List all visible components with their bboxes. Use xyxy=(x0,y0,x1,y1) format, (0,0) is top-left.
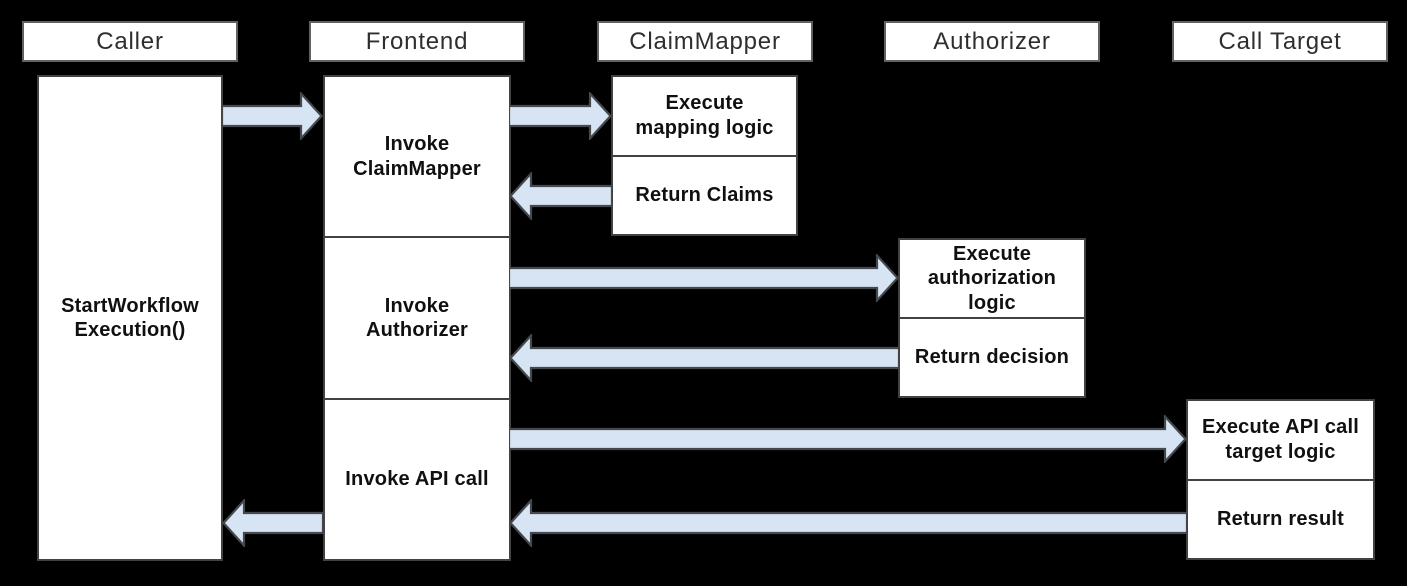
actor-label: ClaimMapper xyxy=(629,27,781,55)
arrow-calltarget-return-to-frontend xyxy=(509,499,1187,547)
step-label: Invoke API call xyxy=(345,468,489,491)
step-return-claims: Return Claims xyxy=(613,154,796,235)
step-label: StartWorkflow Execution() xyxy=(61,294,199,341)
actor-header-claimmapper: ClaimMapper xyxy=(597,21,813,62)
step-label: Return result xyxy=(1216,508,1345,531)
actor-label: Caller xyxy=(96,27,164,55)
step-return-result: Return result xyxy=(1188,478,1373,559)
actor-header-frontend: Frontend xyxy=(309,21,525,62)
step-label: Return Claims xyxy=(635,184,774,207)
arrow-frontend-return-to-caller xyxy=(222,499,323,547)
actor-label: Frontend xyxy=(365,27,469,55)
arrow-frontend-to-claimmapper xyxy=(509,92,612,140)
arrow-claimmapper-return-to-frontend xyxy=(509,172,612,220)
arrow-authorizer-return-to-frontend xyxy=(509,334,899,382)
activation-claimmapper: Execute mapping logic Return Claims xyxy=(611,75,798,236)
step-startworkflowexecution: StartWorkflow Execution() xyxy=(39,77,221,559)
step-execute-mapping-logic: Execute mapping logic xyxy=(613,77,796,155)
step-label: Execute mapping logic xyxy=(635,92,774,139)
activation-frontend: Invoke ClaimMapper Invoke Authorizer Inv… xyxy=(323,75,511,561)
actor-label: Authorizer xyxy=(933,27,1051,55)
step-execute-authorization-logic: Execute authorization logic xyxy=(900,240,1084,317)
step-return-decision: Return decision xyxy=(900,317,1084,396)
actor-header-caller: Caller xyxy=(22,21,238,62)
activation-authorizer: Execute authorization logic Return decis… xyxy=(898,238,1086,398)
step-execute-api-call-target-logic: Execute API call target logic xyxy=(1188,401,1373,479)
arrow-frontend-to-calltarget xyxy=(509,415,1187,463)
step-label: Execute authorization logic xyxy=(927,242,1057,314)
actor-label: Call Target xyxy=(1218,27,1342,55)
activation-calltarget: Execute API call target logic Return res… xyxy=(1186,399,1375,560)
actor-header-authorizer: Authorizer xyxy=(884,21,1100,62)
step-label: Invoke Authorizer xyxy=(366,294,468,341)
step-invoke-claimmapper: Invoke ClaimMapper xyxy=(325,77,509,236)
step-invoke-api-call: Invoke API call xyxy=(325,397,509,559)
step-label: Return decision xyxy=(914,346,1070,369)
actor-header-calltarget: Call Target xyxy=(1172,21,1388,62)
step-label: Execute API call target logic xyxy=(1202,416,1359,463)
arrow-caller-to-frontend xyxy=(222,92,323,140)
step-invoke-authorizer: Invoke Authorizer xyxy=(325,236,509,397)
arrow-frontend-to-authorizer xyxy=(509,254,899,302)
step-label: Invoke ClaimMapper xyxy=(353,133,481,180)
activation-caller: StartWorkflow Execution() xyxy=(37,75,223,561)
